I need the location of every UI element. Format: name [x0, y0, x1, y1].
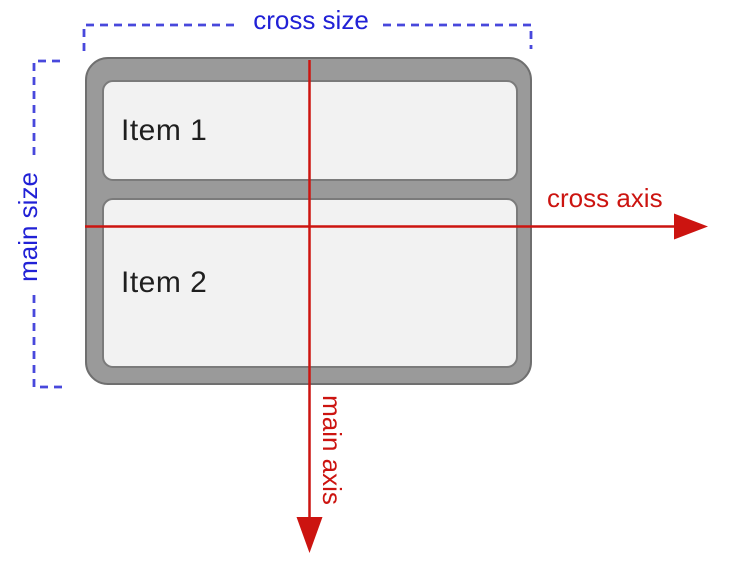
main-axis-arrowhead-icon	[296, 517, 323, 553]
flex-item-1: Item 1	[102, 80, 518, 181]
flex-item-2: Item 2	[102, 198, 518, 368]
cross-axis-arrowhead-icon	[674, 213, 708, 240]
main-size-bracket-bottom	[32, 295, 65, 389]
flex-item-2-label: Item 2	[121, 266, 208, 299]
cross-size-bracket-right	[383, 23, 533, 49]
cross-size-bracket-left	[82, 23, 237, 51]
main-size-label: main size	[13, 172, 44, 282]
main-axis-label: main axis	[316, 395, 347, 505]
cross-size-label: cross size	[253, 5, 369, 35]
main-size-bracket-top	[32, 59, 60, 159]
cross-axis-label: cross axis	[547, 183, 663, 213]
flex-item-1-label: Item 1	[121, 113, 208, 147]
